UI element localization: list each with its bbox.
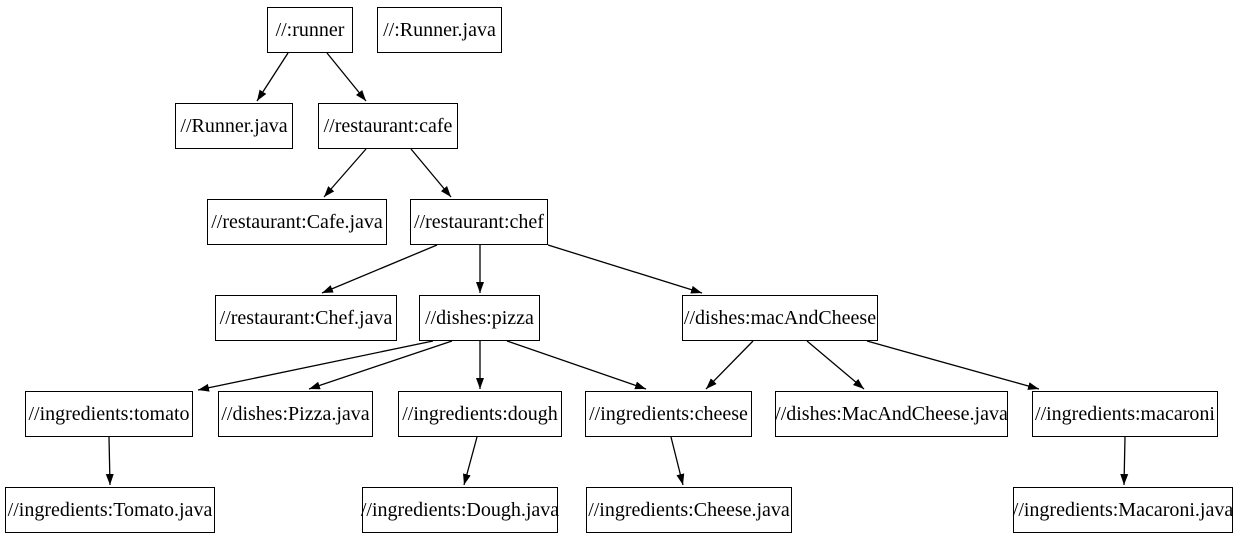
graph-node-mac-and-cheese: //dishes:macAndCheese	[682, 295, 878, 341]
graph-node-chef-java: //restaurant:Chef.java	[215, 295, 397, 341]
edge-dough-to-dough-java	[463, 436, 478, 486]
graph-node-dough-java: //ingredients:Dough.java	[361, 487, 559, 533]
edge-cheese-to-cheese-java	[670, 436, 685, 486]
edge-cafe-to-chef	[410, 148, 452, 198]
graph-node-runner-java-isolated: //:Runner.java	[377, 7, 502, 53]
graph-node-chef: //restaurant:chef	[410, 199, 548, 245]
graph-node-cheese: //ingredients:cheese	[585, 391, 752, 437]
edge-cafe-to-cafe-java	[323, 148, 367, 198]
graph-node-cheese-java: //ingredients:Cheese.java	[586, 487, 792, 533]
graph-node-cafe-java: //restaurant:Cafe.java	[207, 199, 387, 245]
edge-tomato-to-tomato-java	[105, 436, 114, 486]
graph-node-pizza-java: //dishes:Pizza.java	[218, 391, 373, 437]
edge-mac-and-cheese-to-mac-java	[806, 340, 865, 390]
edge-mac-and-cheese-to-cheese	[705, 340, 754, 390]
edge-runner-to-cafe	[326, 52, 367, 102]
graph-node-macaroni: //ingredients:macaroni	[1032, 391, 1218, 437]
edge-runner-to-runner-java	[256, 52, 289, 102]
edge-pizza-to-pizza-java	[308, 340, 453, 390]
graph-node-mac-and-cheese-java: //dishes:MacAndCheese.java	[775, 391, 1008, 437]
graph-node-tomato: //ingredients:tomato	[25, 391, 193, 437]
edge-pizza-to-cheese	[506, 340, 647, 390]
graph-node-runner-java: //Runner.java	[175, 103, 293, 149]
graph-node-dough: //ingredients:dough	[398, 391, 562, 437]
edge-pizza-to-tomato	[197, 340, 434, 392]
edge-mac-and-cheese-to-macaroni	[866, 340, 1040, 390]
graph-node-runner: //:runner	[267, 7, 353, 53]
graph-node-cafe: //restaurant:cafe	[318, 103, 458, 149]
edge-chef-to-mac-and-cheese	[547, 244, 703, 294]
graph-node-pizza: //dishes:pizza	[419, 295, 540, 341]
edge-macaroni-to-macaroni-java	[1120, 436, 1129, 486]
graph-node-tomato-java: //ingredients:Tomato.java	[5, 487, 215, 533]
edge-chef-to-chef-java	[321, 244, 438, 294]
graph-node-macaroni-java: //ingredients:Macaroni.java	[1013, 487, 1233, 533]
